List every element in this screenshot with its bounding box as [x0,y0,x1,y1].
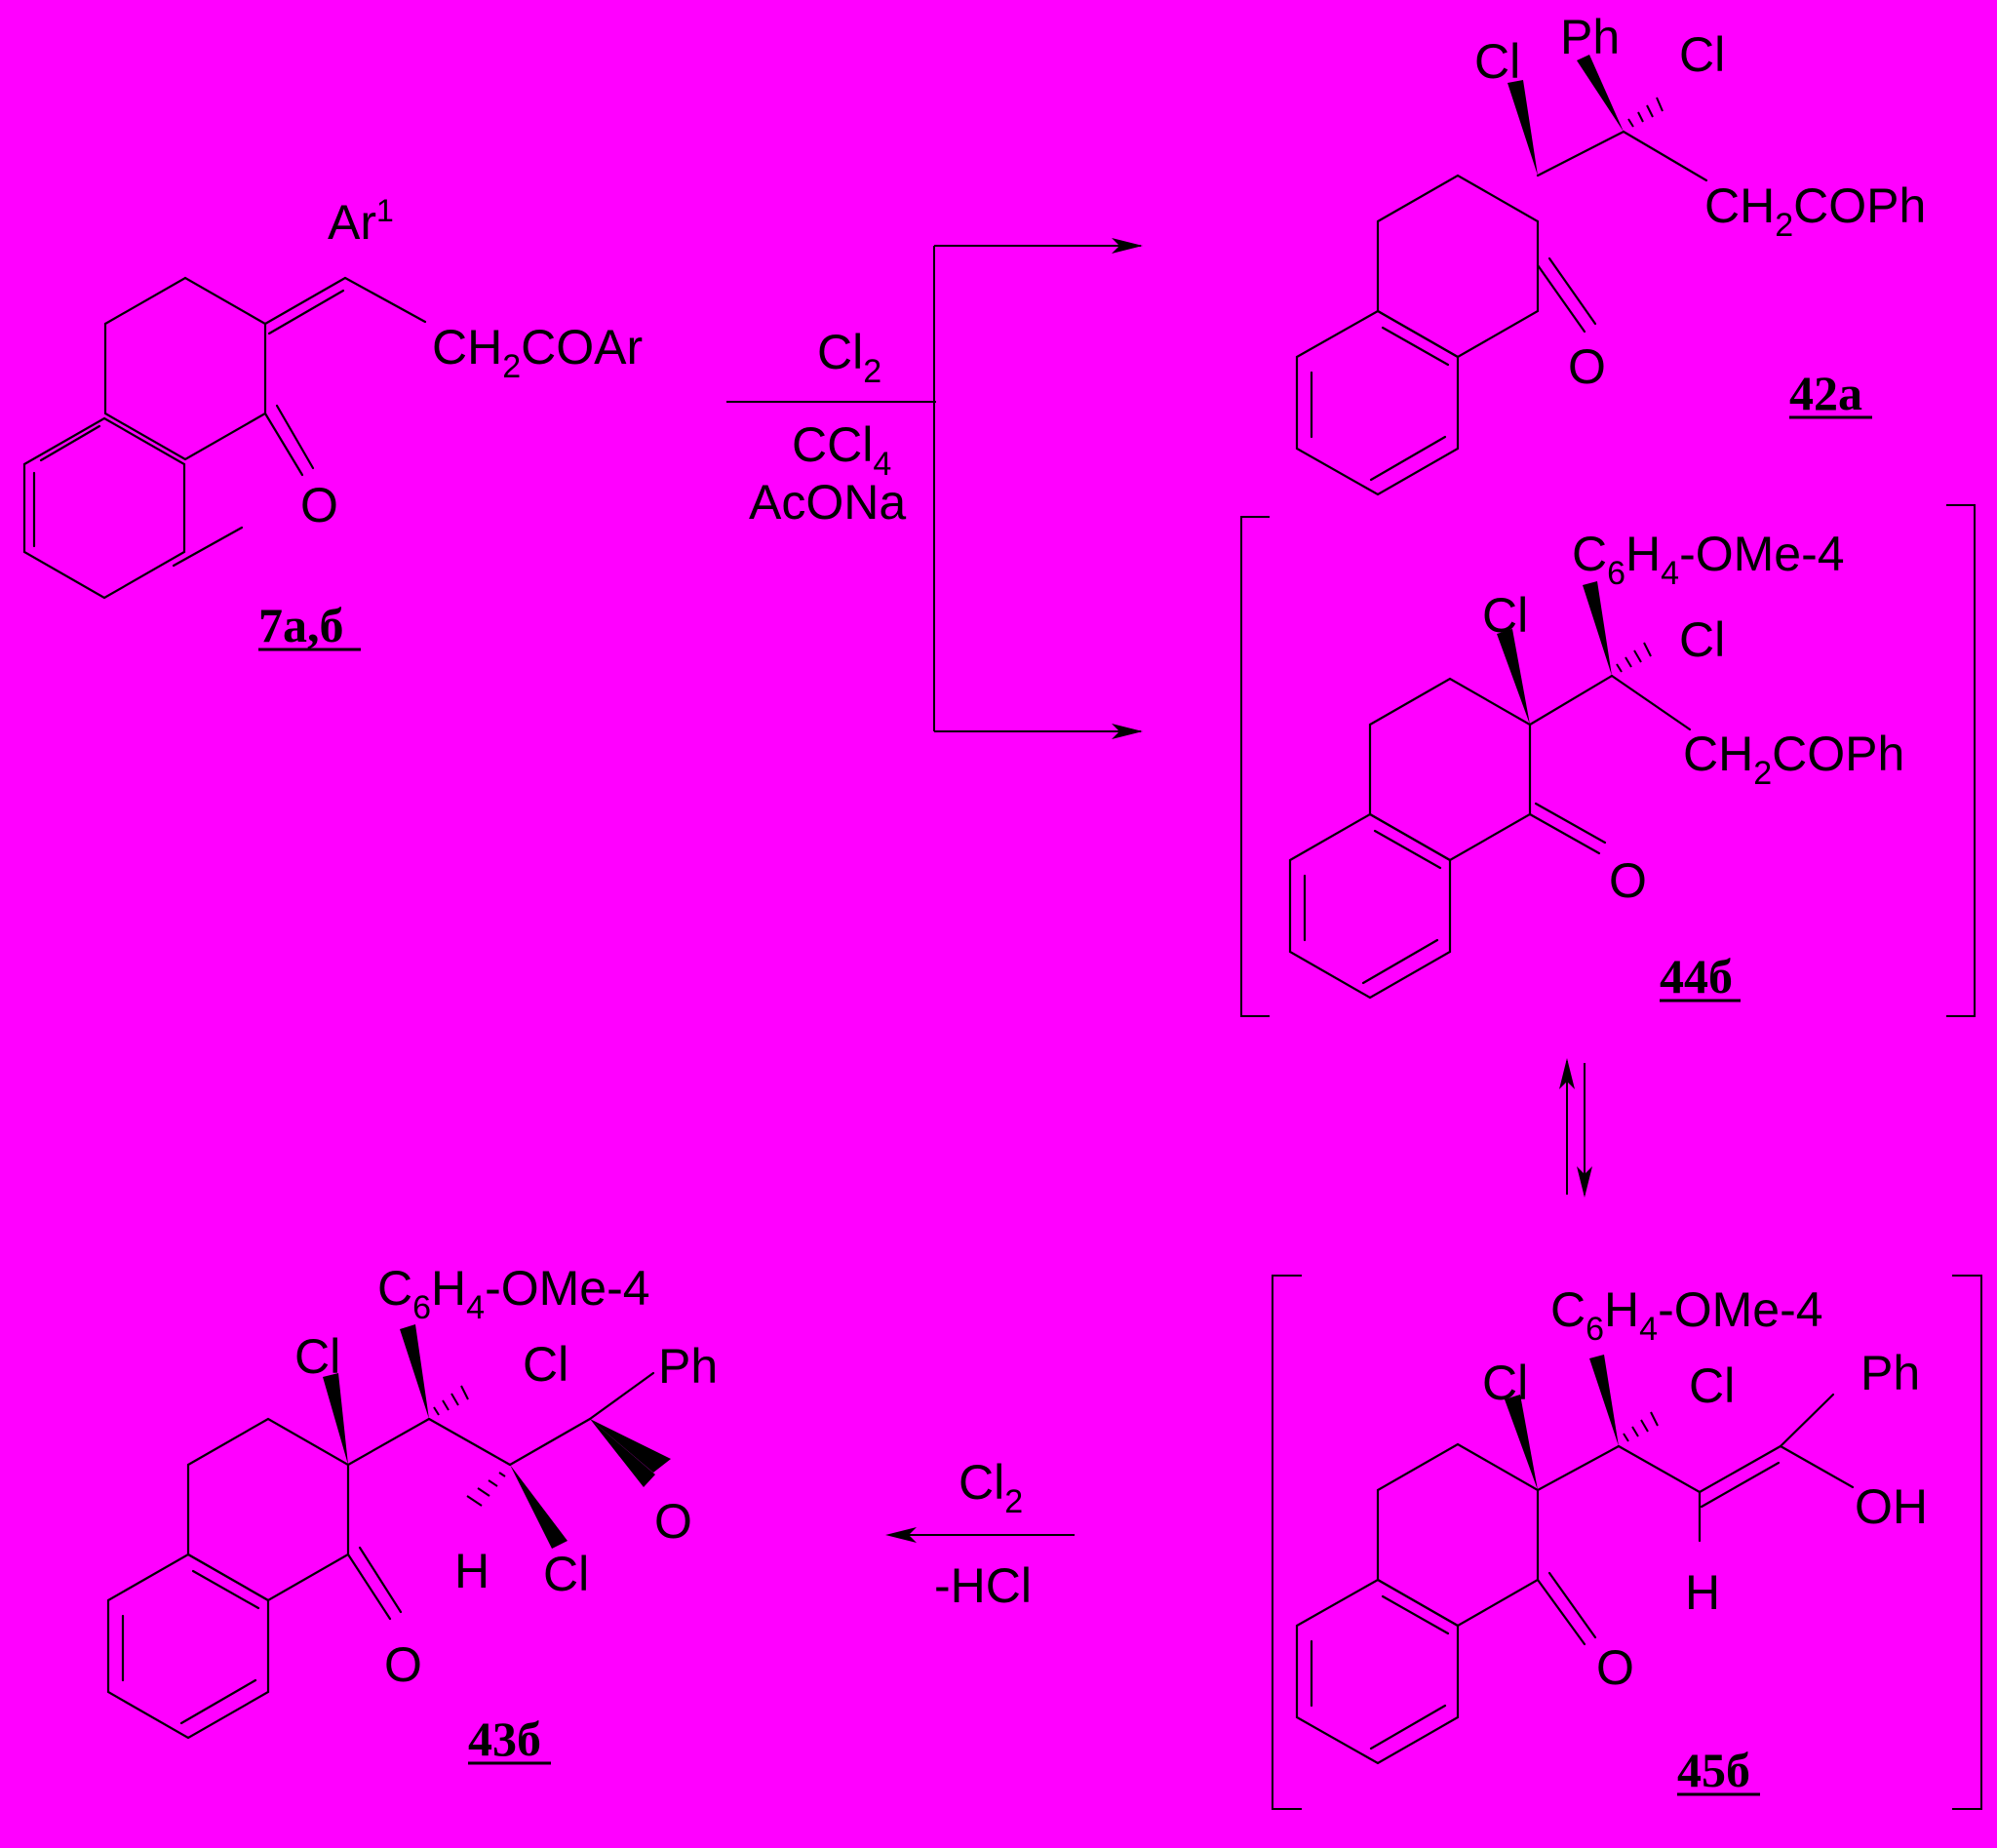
compound-44b-bracket-left [1240,516,1270,1017]
compound-44b: C6H4-OMe-4 Cl Cl CH2COPh O 44б [1240,504,1976,1017]
compound-7-oxygen-label: O [300,478,338,532]
compound-7-chain-label: CH2COAr [432,320,643,385]
compound-43b-ph: Ph [658,1339,718,1394]
compound-43b: C6H4-OMe-4 Cl Cl Ph O H Cl O 43б [106,1261,718,1766]
compound-43b-aryl: C6H4-OMe-4 [377,1261,650,1326]
compound-43b-oxygen2: O [654,1494,692,1549]
compound-45b-h: H [1685,1565,1720,1620]
compound-43b-id: 43б [468,1711,541,1766]
compound-7: Ar1 CH2COAr O 7а,б [22,193,643,652]
reagent-cl2-bottom: Cl2 [959,1455,1023,1520]
compound-44b-oxygen: O [1609,853,1647,908]
compound-43b-cl3: Cl [543,1547,589,1601]
compound-45b-oh: OH [1855,1479,1928,1534]
compound-44b-aryl: C6H4-OMe-4 [1572,527,1845,592]
compound-44b-bracket-right [1946,504,1976,1017]
reagent-aconа: AcONa [749,475,906,530]
compound-44b-cl2: Cl [1679,612,1725,667]
compound-45b-id: 45б [1677,1743,1750,1797]
compound-7-ar-label: Ar1 [328,193,394,250]
compound-42a-cl2: Cl [1679,27,1725,82]
compound-7-id: 7а,б [258,598,344,652]
compound-44b-chain: CH2COPh [1683,727,1904,792]
compound-44b-id: 44б [1660,949,1733,1003]
reagent-cl2-top: Cl2 [817,325,881,390]
compound-42a-id: 42а [1789,366,1862,420]
compound-42a-cl1: Cl [1474,34,1520,89]
compound-43b-cl1: Cl [294,1329,340,1384]
compound-45b-bonds [1295,1355,1855,1765]
equilibrium-arrows [1559,1058,1592,1198]
compound-43b-h: H [454,1544,489,1598]
compound-43b-bonds [106,1324,671,1740]
compound-45b-bracket-right [1952,1275,1982,1810]
compound-42a: Cl Ph Cl CH2COPh O 42а [1295,10,1926,496]
compound-44b-bonds [1288,581,1692,1000]
reagent-minus-hcl: -HCl [934,1558,1032,1613]
compound-42a-chain: CH2COPh [1704,178,1926,244]
compound-7-bonds [22,276,427,600]
compound-43b-cl2: Cl [523,1337,568,1392]
top-reaction-arrows [726,238,1143,739]
compound-44b-cl1: Cl [1482,588,1528,643]
compound-45b-ph: Ph [1860,1346,1920,1400]
compound-45b-bracket-left [1272,1275,1302,1810]
compound-45b-cl1: Cl [1482,1356,1528,1410]
compound-42a-bonds [1295,55,1708,496]
compound-45b: C6H4-OMe-4 Cl Cl Ph OH H O 45б [1272,1275,1982,1810]
compound-42a-oxygen: O [1568,339,1606,394]
reagent-ccl4: CCl4 [792,417,891,483]
compound-45b-cl2: Cl [1689,1358,1735,1413]
bottom-reaction-arrow [885,1527,1075,1543]
compound-42a-ph: Ph [1560,10,1620,64]
compound-43b-oxygen1: O [384,1637,422,1692]
compound-45b-oxygen: O [1596,1640,1634,1695]
compound-45b-aryl: C6H4-OMe-4 [1550,1282,1823,1348]
